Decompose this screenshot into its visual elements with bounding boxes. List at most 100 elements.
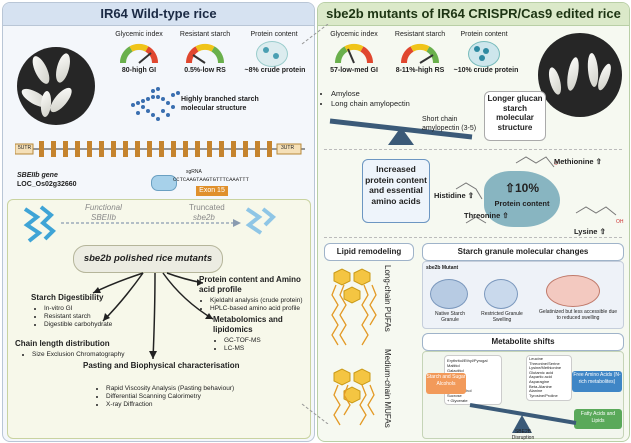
mutant-title-text: sbe2b mutants of IR64 CRISPR/Cas9 edited… (326, 6, 621, 21)
mutant-panel: sbe2b mutants of IR64 CRISPR/Cas9 edited… (317, 2, 630, 442)
wildtype-rice-image (17, 47, 95, 125)
list-item: Size Exclusion Chromatography (32, 351, 142, 359)
gi-gauge-icon (334, 43, 374, 64)
list-item: Galactitol (447, 368, 464, 373)
list-item: Asparagine (529, 378, 550, 384)
gelatinized-granule-icon (546, 275, 600, 307)
pasting-list: Rapid Viscosity Analysis (Pasting behavi… (97, 385, 306, 409)
protein-blob-icon (484, 171, 560, 227)
native-granule-label: Native Starch Granule (434, 311, 465, 323)
long-chain-pufa-label: Long-chain PUFAs (383, 265, 392, 332)
list-item: Leucine (529, 356, 544, 361)
list-item: Long chain amylopectin (331, 99, 461, 109)
lysine-label: Lysine ⇧ (574, 227, 606, 236)
divider (324, 237, 622, 238)
list-item: Beta-Alanine (529, 383, 552, 389)
gene-name: SBEIIb gene (17, 172, 58, 179)
exon-15-label: Exon 15 (196, 186, 228, 196)
starch-digestibility-title: Starch Digestibility (31, 293, 104, 302)
medium-chain-mufa-label: Medium-chain MUFAs (383, 349, 392, 428)
amylose-list: Amylose Long chain amylopectin (322, 89, 461, 109)
methionine-label: Methionine ⇧ (554, 157, 602, 166)
lipid-chains-icon (331, 268, 377, 426)
list-item: HPLC-based amino acid profile (210, 305, 314, 313)
utr5-label: 5UTR (18, 145, 32, 151)
wildtype-title: IR64 Wild-type rice (3, 3, 314, 26)
list-item: Resistant starch (44, 313, 154, 321)
amino-list-box: Leucine Threonine/Serine Lysine/Methioni… (526, 355, 572, 401)
gauge-value-gi: 57-low-med GI (330, 67, 378, 74)
longer-glucan-box: Longer glucan starch molecular structure (484, 91, 546, 141)
restricted-granule-label: Restricted Granule Swelling (481, 311, 523, 323)
mutant-title: sbe2b mutants of IR64 CRISPR/Cas9 edited… (318, 3, 629, 26)
protein-cells-icon (468, 41, 500, 67)
short-chain-label: Short chain amylopectin (3-5) (422, 116, 477, 132)
truncated-protein-icon (245, 207, 276, 235)
sbe2b-disruption-label: SBE2B Disruption (511, 429, 535, 441)
analysis-box (7, 199, 311, 439)
chain-length-title: Chain length distribution (15, 339, 110, 348)
svg-text:O: O (554, 161, 558, 167)
protein-profile-list: Kjeldahl analysis (crude protein) HPLC-b… (201, 297, 314, 313)
list-item: Rapid Viscosity Analysis (Pasting behavi… (106, 385, 306, 393)
metabolite-shifts-title: Metabolite shifts (422, 333, 624, 351)
list-item: + Glycerate (447, 398, 468, 403)
branched-starch-icon (131, 87, 180, 121)
functional-label: Functional (85, 203, 122, 212)
gauge-value-gi: 80-high GI (121, 67, 157, 74)
histidine-label: Histidine ⇧ (434, 191, 475, 200)
gauge-label-gi: Glycemic index (115, 31, 163, 38)
svg-text:OH: OH (616, 219, 624, 225)
sbeiib-gene-diagram (15, 141, 305, 157)
wildtype-panel: IR64 Wild-type rice Glycemic index 80-hi… (2, 2, 315, 442)
gauge-value-rs: 0.5%-low RS (184, 67, 226, 74)
protein-profile-title: Protein content and Amino acid profile (199, 275, 301, 294)
native-granule-icon (430, 279, 468, 309)
amino-acid-structures: O OH (455, 156, 624, 225)
metabolomics-list: GC-TOF-MS LC-MS (215, 337, 314, 353)
gauge-value-rs: 8-11%-high RS (395, 67, 445, 74)
granule-mutant-label: sbe2b Mutant (426, 265, 459, 271)
list-item: Amylose (331, 89, 461, 99)
gauge-label-protein: Protein content (250, 31, 298, 38)
sgrna-sequence: CCTCAAGTAAGTGTTTCAAATTT (173, 176, 249, 183)
chain-length-list: Size Exclusion Chromatography (23, 351, 142, 359)
list-item: Alanine (529, 388, 543, 394)
amino-list: Leucine Threonine/Serine Lysine/Methioni… (527, 356, 571, 399)
gauge-label-rs: Resistant starch (394, 31, 446, 38)
truncation-arrow (61, 219, 241, 227)
list-item: Maltitol (447, 363, 460, 368)
lipid-remodeling-title: Lipid remodeling (324, 243, 414, 261)
metabolomics-title: Metabolomics and lipidomics (213, 315, 283, 334)
restricted-granule-icon (484, 279, 518, 309)
protein-cells-icon (256, 41, 288, 67)
list-item: Aspartic acid (529, 374, 552, 380)
rs-gauge-icon (185, 43, 225, 64)
balance-seesaw-icon (329, 118, 473, 145)
gauge-label-protein: Protein content (460, 31, 508, 38)
list-item: Tyrosine/Proline (529, 392, 558, 398)
list-item: LC-MS (224, 345, 314, 353)
list-item: Sucrose (447, 393, 462, 398)
pasting-title: Pasting and Biophysical characterisation (83, 361, 240, 370)
list-item: In-vitro GI (44, 305, 154, 313)
analysis-arrows (92, 272, 214, 360)
list-item: X-ray Diffraction (106, 401, 306, 409)
gi-gauge-icon (119, 43, 159, 64)
threonine-label: Threonine ⇧ (464, 211, 509, 220)
fatty-acids-badge: Fatty Acids and Lipids (574, 409, 622, 429)
protein-increase-percent: ⇧10% (504, 181, 540, 195)
gauge-label-gi: Glycemic index (330, 31, 378, 38)
sbe2b-polished-rice-label: sbe2b polished rice mutants (73, 245, 223, 273)
list-item: GC-TOF-MS (224, 337, 314, 345)
list-item: Differential Scanning Calorimetry (106, 393, 306, 401)
branched-starch-label: Highly branched starch molecular structu… (181, 96, 259, 112)
truncated-gene: sbe2b (193, 213, 215, 222)
cas9-icon (151, 175, 177, 191)
sgrna-label: sgRNA (186, 169, 202, 175)
truncated-label: Truncated (189, 203, 225, 212)
gauge-label-rs: Resistant starch (179, 31, 231, 38)
panel-connector (301, 24, 329, 424)
list-item: Digestible carbohydrate (44, 321, 154, 329)
utr3-label: 3UTR (281, 145, 295, 151)
